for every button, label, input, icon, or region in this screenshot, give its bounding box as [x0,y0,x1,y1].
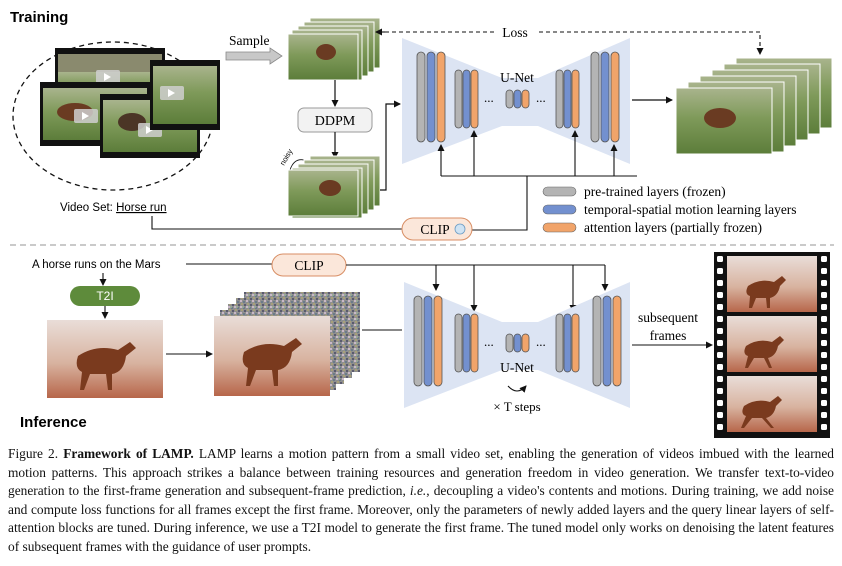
caption-figure-number: Figure 2. [8,446,59,461]
clip-box-inference: CLIP [271,253,347,277]
inference-condition-lines [346,264,609,312]
caption-body-1: LAMP learns a motion pattern from a smal… [8,446,834,499]
caption-ie: i.e. [409,483,427,499]
legend-swatch-blue [542,204,577,215]
video-clip-4 [150,60,220,130]
subsequent-label-1: subsequent [638,310,698,325]
clip-box-training: CLIP [401,217,473,241]
noisy-label: noisy [278,147,295,167]
caption-body-2: , decoupling a video's contents and moti… [8,483,834,554]
loss-connector: Loss [375,24,764,55]
clip-label-inference: CLIP [294,258,323,273]
predicted-frames [675,57,833,155]
unet-training: ... U-Net ... [402,38,630,164]
legend-swatch-orange [542,222,577,233]
steps-label: × T steps [493,399,540,414]
subsequent-label-2: frames [650,328,687,343]
unet-left-ellipsis: ... [484,90,494,105]
clip-label-training: CLIP [420,222,449,237]
video-set-label: Video Set: Horse run [60,202,167,214]
video-set-name: Horse run [116,202,167,214]
noise-frames [214,292,360,396]
loss-label: Loss [502,25,528,40]
prompt-text: A horse runs on the Mars [32,259,161,271]
snowflake-icon [454,223,466,235]
ddpm-label: DDPM [315,114,356,129]
training-condition-lines [437,130,637,231]
legend-label-blue: temporal-spatial motion learning layers [584,202,797,217]
unet-label-training: U-Net [500,70,534,85]
unet-label-inference: U-Net [500,360,534,375]
output-filmstrip [714,252,830,438]
unet-inference: ... U-Net ... [404,282,630,408]
ddpm-box: DDPM [297,107,373,133]
first-frame-image [47,320,163,398]
legend-label-orange: attention layers (partially frozen) [584,220,762,235]
inference-label: Inference [20,414,87,431]
sample-label: Sample [229,33,270,48]
legend-swatch-gray [542,186,577,197]
unet-inference-right-ellipsis: ... [536,334,546,349]
noisy-bracket [289,159,305,171]
sampled-frames [287,17,381,81]
legend-label-gray: pre-trained layers (frozen) [584,184,726,199]
unet-inference-left-ellipsis: ... [484,334,494,349]
t2i-box: T2I [70,286,140,306]
video-clip-1 [55,48,165,106]
t2i-label: T2I [96,289,113,303]
unet-right-ellipsis: ... [536,90,546,105]
sample-arrow [225,47,283,65]
caption-title: Framework of LAMP. [63,446,194,461]
steps-loop-arrow [507,385,527,393]
figure-caption: Figure 2. Framework of LAMP. LAMP learns… [8,445,834,557]
noisy-frames [287,155,381,219]
video-set-to-clip-line [151,216,402,230]
training-label: Training [10,9,68,26]
legend: pre-trained layers (frozen) temporal-spa… [542,184,797,235]
framework-diagram: Training Sample [10,9,834,438]
noisy-to-unet-arrow [380,100,401,191]
